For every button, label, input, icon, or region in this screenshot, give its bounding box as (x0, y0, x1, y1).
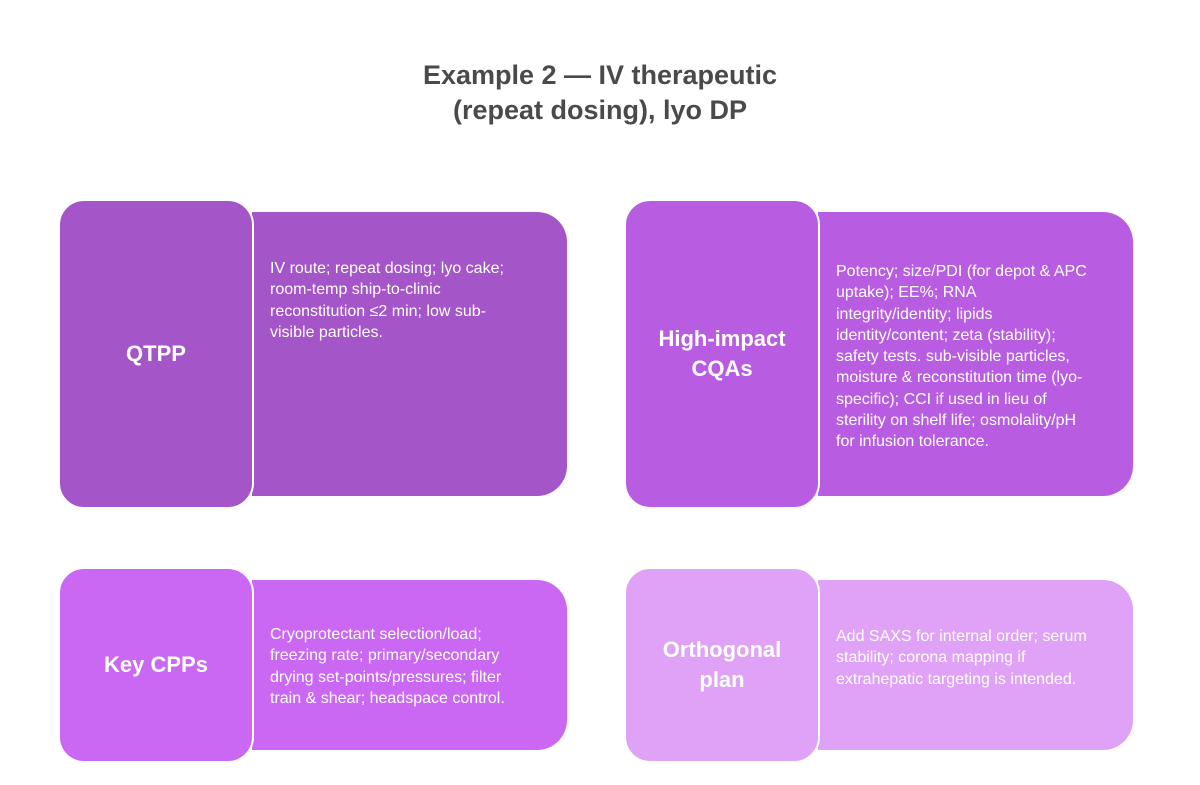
description-line: Cryoprotectant selection/load; (270, 626, 482, 643)
description-line: IV route; repeat dosing; lyo cake; (270, 260, 504, 277)
description-line: drying set-points/pressures; filter (270, 668, 502, 686)
description-line: stability; corona mapping if (836, 649, 1026, 667)
description-line: reconstitution ≤2 min; low sub- (270, 302, 486, 320)
card-heading: Key CPPs (58, 567, 254, 763)
heading-line: Orthogonal (662, 637, 782, 662)
card-description: Potency; size/PDI (for depot & APC uptake… (818, 212, 1133, 496)
description-line: Add SAXS for internal order; serum (836, 628, 1087, 645)
description-line: extrahepatic targeting is intended. (836, 670, 1077, 688)
description-line: room-temp ship-to-clinic (270, 281, 441, 299)
card-heading: QTPP (58, 199, 254, 509)
title-line-2: (repeat dosing), lyo DP (452, 95, 748, 125)
heading-line: Key CPPs (104, 652, 208, 677)
diagram-title: Example 2 — IV therapeutic (repeat dosin… (0, 58, 1200, 128)
description-line: identity/content; zeta (stability); (836, 326, 1056, 344)
card-description: Cryoprotectant selection/load; freezing r… (252, 580, 567, 750)
title-line-1: Example 2 — IV therapeutic (422, 60, 778, 90)
card-heading: Orthogonal plan (624, 567, 820, 763)
card-description: IV route; repeat dosing; lyo cake; room-t… (252, 212, 567, 496)
description-line: safety tests. sub-visible particles, (836, 348, 1070, 366)
description-line: Potency; size/PDI (for depot & APC (836, 263, 1087, 280)
description-line: moisture & reconstitution time (lyo- (836, 369, 1083, 387)
description-line: specific); CCI if used in lieu of (836, 390, 1047, 408)
heading-line: High-impact (658, 326, 786, 351)
description-line: for infusion tolerance. (836, 433, 989, 451)
description-line: visible particles. (270, 323, 383, 341)
heading-line: CQAs (691, 356, 753, 381)
description-line: uptake); EE%; RNA (836, 284, 977, 302)
heading-line: plan (699, 667, 745, 692)
heading-line: QTPP (126, 341, 186, 366)
description-line: integrity/identity; lipids (836, 305, 993, 323)
description-line: sterility on shelf life; osmolality/pH (836, 412, 1077, 430)
description-line: freezing rate; primary/secondary (270, 647, 500, 665)
card-description: Add SAXS for internal order; serum stabil… (818, 580, 1133, 750)
description-line: train & shear; headspace control. (270, 689, 505, 707)
